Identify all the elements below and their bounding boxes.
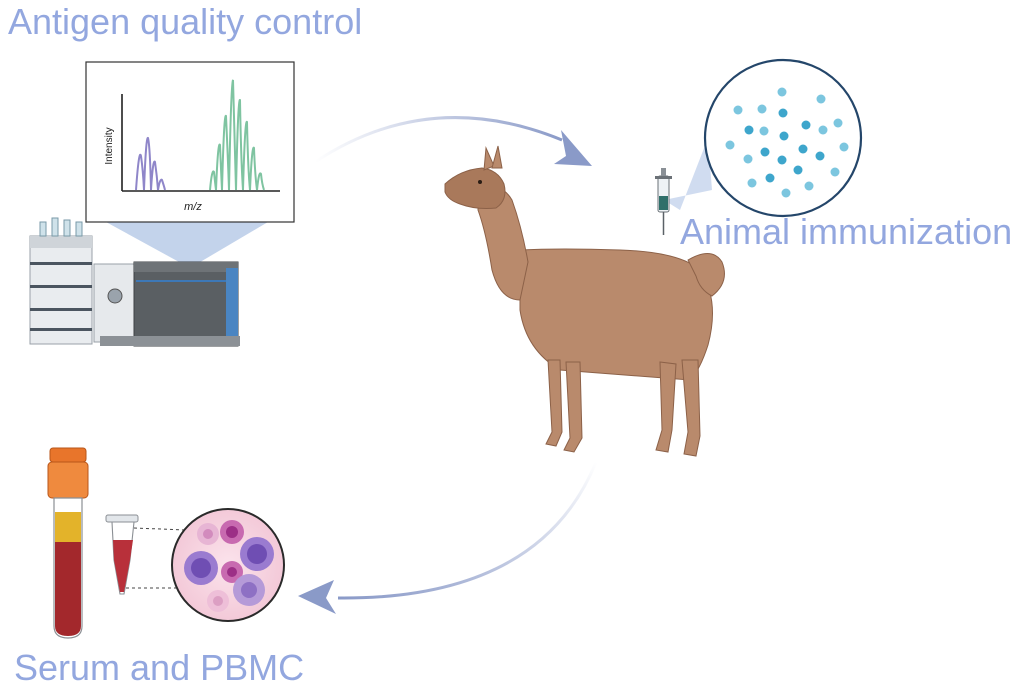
zoom-cone-2 bbox=[664, 138, 712, 210]
antigen-qc-label: Antigen quality control bbox=[8, 1, 363, 42]
zoom-cone bbox=[106, 222, 268, 268]
antigen-dots-icon bbox=[703, 58, 863, 218]
peak-group-green bbox=[209, 79, 265, 191]
arrow-to-serum bbox=[298, 461, 598, 614]
spectrum-frame bbox=[85, 61, 295, 223]
syringe-icon bbox=[655, 138, 712, 235]
mass-spectrometer-icon bbox=[29, 217, 268, 347]
llama-icon bbox=[444, 145, 725, 457]
serum-pbmc-label: Serum and PBMC bbox=[14, 647, 305, 688]
arrow-to-immunization bbox=[314, 116, 592, 166]
microtube-icon bbox=[105, 514, 190, 595]
peak-group-purple bbox=[135, 136, 166, 191]
cells-icon bbox=[171, 508, 285, 622]
animal-immunization-label: Animal immunization bbox=[680, 211, 1013, 252]
y-axis-label: Intensity bbox=[104, 127, 115, 164]
x-axis-label: m/z bbox=[184, 201, 202, 213]
blood-tube-icon bbox=[47, 447, 89, 639]
mass-spectrum-panel: Intensity m/z bbox=[85, 61, 295, 223]
